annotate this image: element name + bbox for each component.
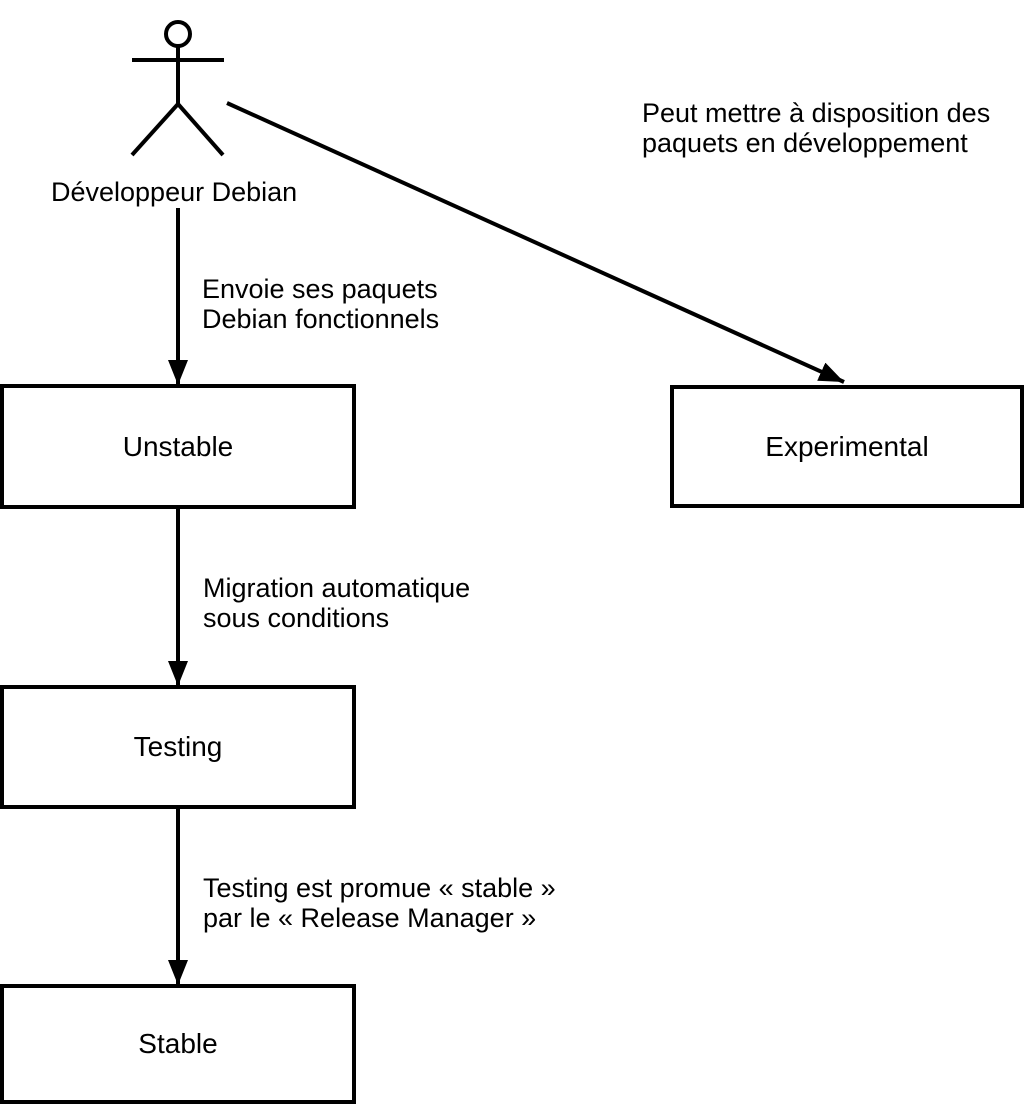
node-stable: Stable xyxy=(0,984,356,1104)
node-testing: Testing xyxy=(0,685,356,809)
actor-label: Développeur Debian xyxy=(51,177,297,207)
node-unstable-label: Unstable xyxy=(122,430,234,462)
edge-label-line: Envoie ses paquets xyxy=(202,274,438,304)
edge-dev-to-experimental xyxy=(226,101,845,384)
actor-right-leg xyxy=(176,102,225,157)
node-unstable: Unstable xyxy=(0,384,356,509)
edge-label-dev-to-unstable: Envoie ses paquets Debian fonctionnels xyxy=(202,274,439,334)
edge-label-line: Testing est promue « stable » xyxy=(203,873,556,903)
actor-label-text: Développeur Debian xyxy=(51,177,298,207)
edge-label-dev-to-experimental: Peut mettre à disposition des paquets en… xyxy=(642,98,990,158)
edge-label-line: paquets en développement xyxy=(642,128,968,158)
edge-label-line: par le « Release Manager » xyxy=(203,903,537,933)
node-testing-label: Testing xyxy=(133,731,223,762)
actor-head xyxy=(164,20,192,48)
node-experimental-label: Experimental xyxy=(765,430,929,462)
node-experimental: Experimental xyxy=(670,385,1024,508)
edge-label-line: sous conditions xyxy=(203,603,390,633)
edge-label-line: Migration automatique xyxy=(203,573,471,603)
edge-label-line: Peut mettre à disposition des xyxy=(642,98,991,128)
edge-label-unstable-to-testing: Migration automatique sous conditions xyxy=(203,573,470,633)
node-stable-label: Stable xyxy=(138,1028,218,1059)
developer-actor-icon xyxy=(130,20,225,157)
edge-label-line: Debian fonctionnels xyxy=(202,304,440,334)
actor-left-leg xyxy=(130,102,180,157)
edge-label-testing-to-stable: Testing est promue « stable » par le « R… xyxy=(203,873,556,933)
